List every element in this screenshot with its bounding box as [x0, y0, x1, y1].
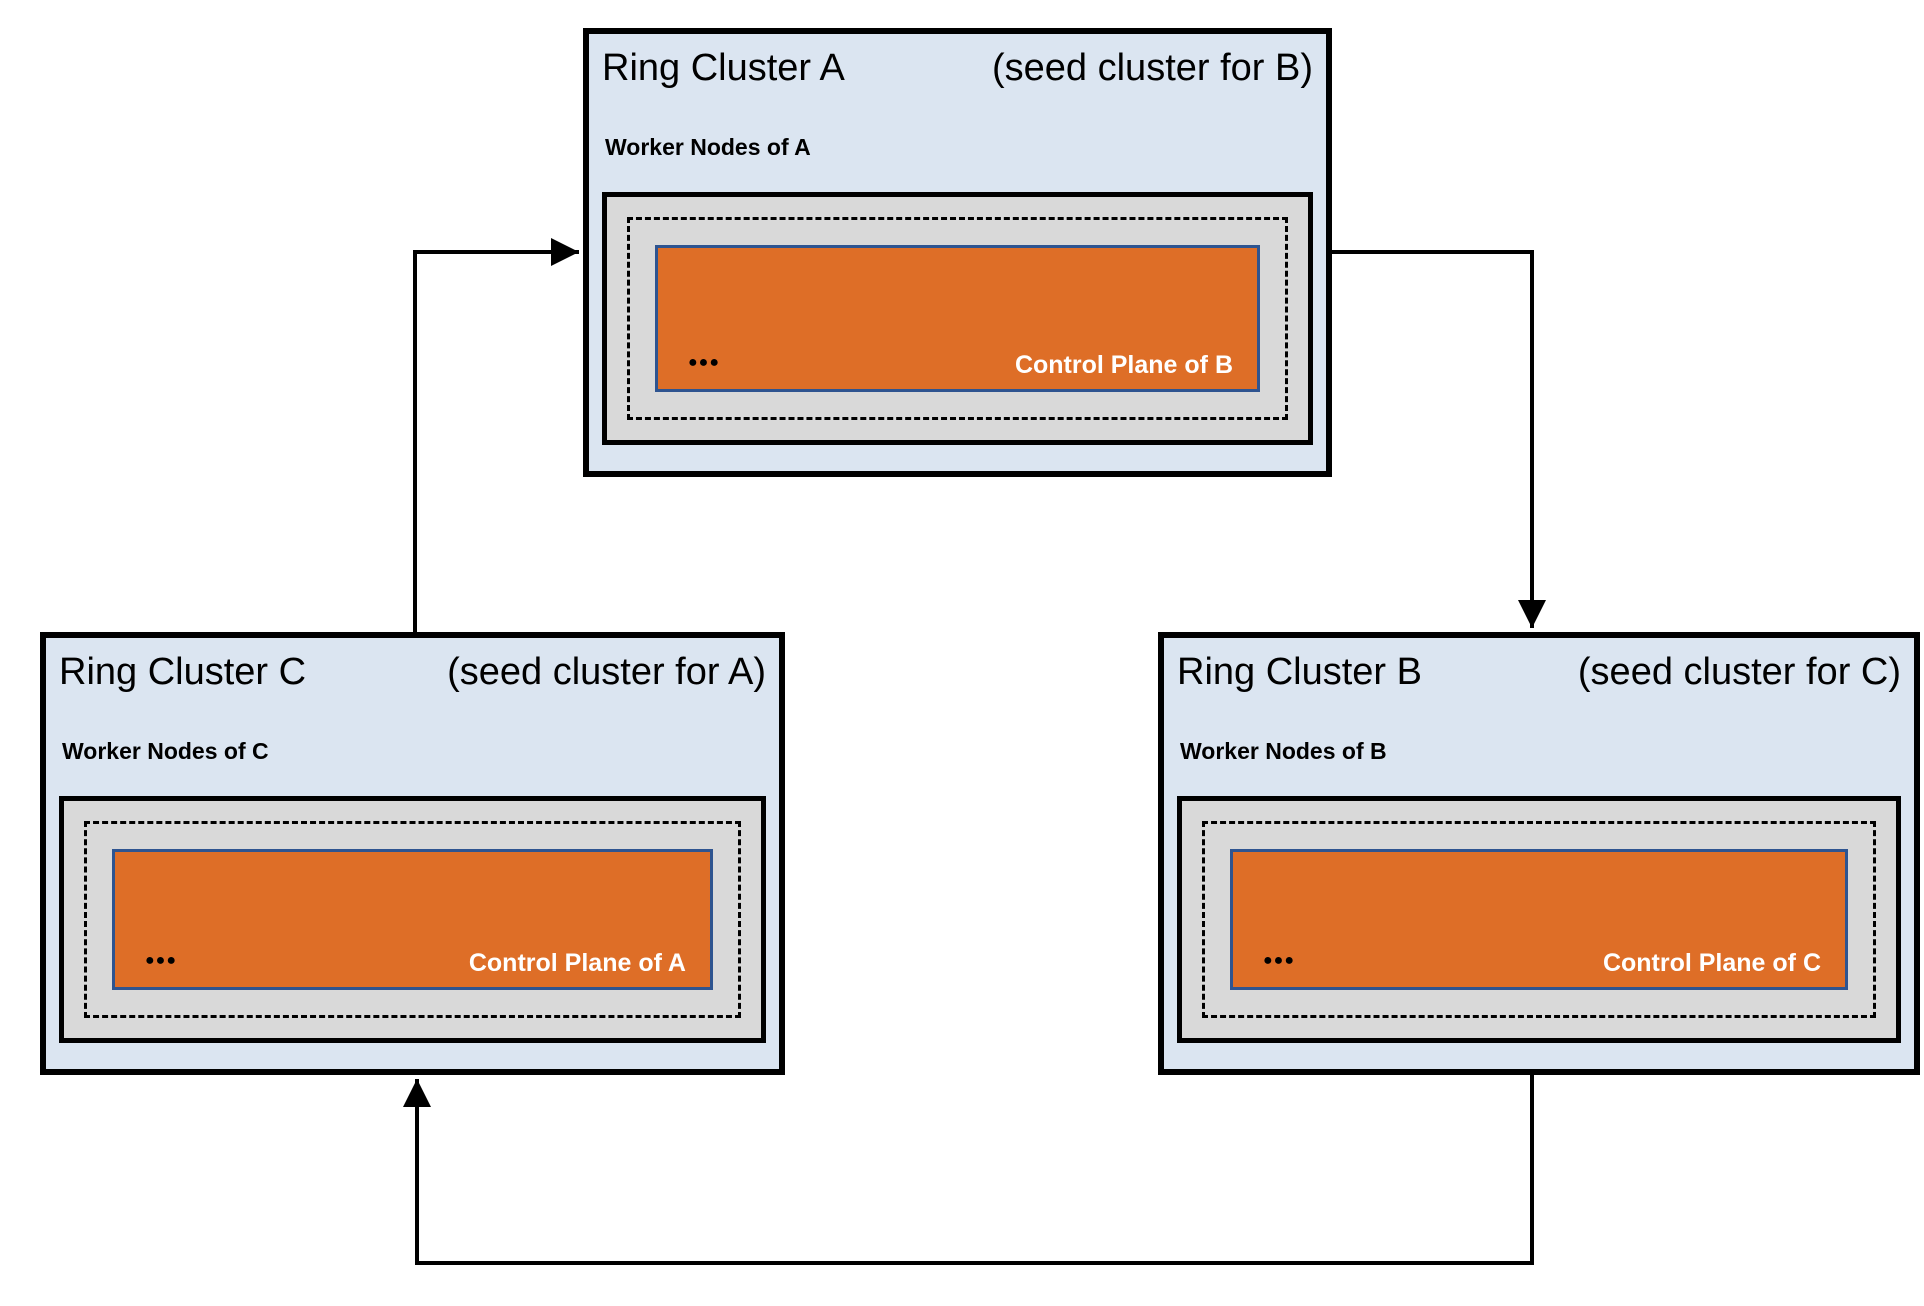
control-plane-of-b-box: ●●● Control Plane of B	[655, 245, 1260, 392]
cluster-b-title-row: Ring Cluster B (seed cluster for C)	[1164, 638, 1914, 698]
arrow-c-to-a	[413, 238, 579, 636]
ring-cluster-c-box: Ring Cluster C (seed cluster for A) Work…	[40, 632, 785, 1075]
ellipsis-dots-icon: ●●●	[145, 952, 177, 969]
cluster-b-title: Ring Cluster B	[1177, 651, 1422, 693]
cluster-c-title-row: Ring Cluster C (seed cluster for A)	[46, 638, 779, 698]
cluster-a-dashed-boundary: ●●● Control Plane of B	[627, 217, 1288, 420]
control-plane-of-a-box: ●●● Control Plane of A	[112, 849, 713, 990]
cluster-b-subtitle: (seed cluster for C)	[1577, 651, 1901, 693]
cluster-b-dashed-boundary: ●●● Control Plane of C	[1202, 821, 1876, 1018]
worker-nodes-of-b-label: Worker Nodes of B	[1180, 738, 1387, 764]
worker-nodes-of-c-label: Worker Nodes of C	[62, 738, 269, 764]
control-plane-of-b-content: ●●● Control Plane of B	[658, 248, 1257, 389]
worker-nodes-of-c-box: ●●● Control Plane of A	[59, 796, 766, 1043]
ring-cluster-b-box: Ring Cluster B (seed cluster for C) Work…	[1158, 632, 1920, 1075]
control-plane-of-a-label: Control Plane of A	[468, 948, 686, 977]
control-plane-of-a-content: ●●● Control Plane of A	[115, 852, 710, 987]
worker-nodes-of-b-box: ●●● Control Plane of C	[1177, 796, 1901, 1043]
cluster-a-subtitle: (seed cluster for B)	[992, 47, 1313, 89]
cluster-c-title: Ring Cluster C	[59, 651, 307, 693]
ellipsis-dots-icon: ●●●	[1263, 952, 1295, 969]
cluster-c-dashed-boundary: ●●● Control Plane of A	[84, 821, 741, 1018]
control-plane-of-c-label: Control Plane of C	[1602, 948, 1821, 977]
control-plane-of-c-box: ●●● Control Plane of C	[1230, 849, 1848, 990]
arrow-a-to-b	[1330, 250, 1546, 628]
control-plane-of-b-label: Control Plane of B	[1014, 350, 1233, 379]
worker-nodes-of-a-box: ●●● Control Plane of B	[602, 192, 1313, 445]
arrow-b-to-c	[403, 1075, 1534, 1265]
cluster-a-title-row: Ring Cluster A (seed cluster for B)	[589, 34, 1326, 94]
ring-cluster-a-box: Ring Cluster A (seed cluster for B) Work…	[583, 28, 1332, 477]
cluster-c-subtitle: (seed cluster for A)	[447, 651, 766, 693]
ellipsis-dots-icon: ●●●	[688, 354, 720, 371]
worker-nodes-of-a-label: Worker Nodes of A	[605, 134, 811, 160]
control-plane-of-c-content: ●●● Control Plane of C	[1233, 852, 1845, 987]
cluster-a-title: Ring Cluster A	[602, 47, 845, 89]
